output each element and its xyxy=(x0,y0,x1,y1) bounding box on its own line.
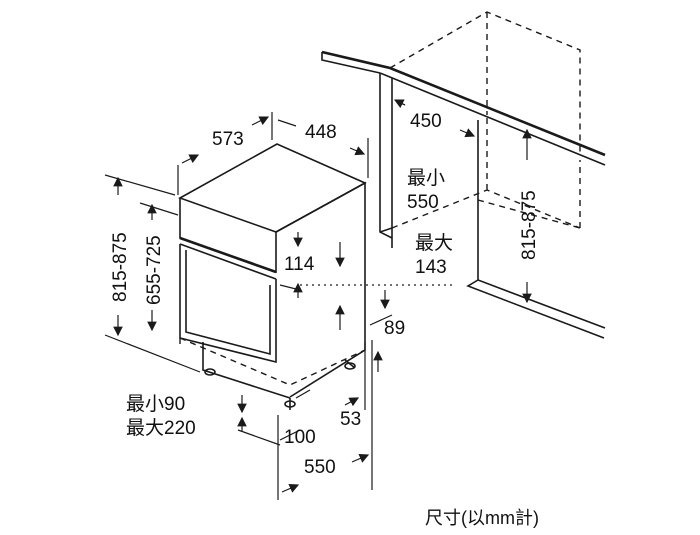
label-height-left: 815-875 xyxy=(110,232,131,302)
units-caption: 尺寸(以mm計) xyxy=(425,508,539,528)
label-53: 53 xyxy=(340,409,361,430)
label-min-550: 550 xyxy=(407,192,439,213)
label-height-body: 655-725 xyxy=(144,235,165,305)
installation-niche xyxy=(321,11,606,339)
label-450: 450 xyxy=(410,111,442,132)
label-max-143: 143 xyxy=(415,257,447,278)
label-height-niche: 815-875 xyxy=(519,190,540,260)
label-max: 最大 xyxy=(415,232,453,254)
dimension-labels: 573 448 450 最小 550 最大 143 114 89 最小90 最大… xyxy=(110,111,540,478)
dimension-lines xyxy=(104,99,532,500)
dishwasher-body xyxy=(178,143,367,410)
label-100: 100 xyxy=(284,427,316,448)
label-573: 573 xyxy=(212,129,244,150)
label-plinth-max: 最大220 xyxy=(126,417,196,439)
label-min: 最小 xyxy=(407,167,445,189)
label-448: 448 xyxy=(305,122,337,143)
label-plinth-min: 最小90 xyxy=(126,393,185,415)
label-550: 550 xyxy=(304,457,336,478)
label-114: 114 xyxy=(284,254,315,275)
label-89: 89 xyxy=(384,318,405,339)
